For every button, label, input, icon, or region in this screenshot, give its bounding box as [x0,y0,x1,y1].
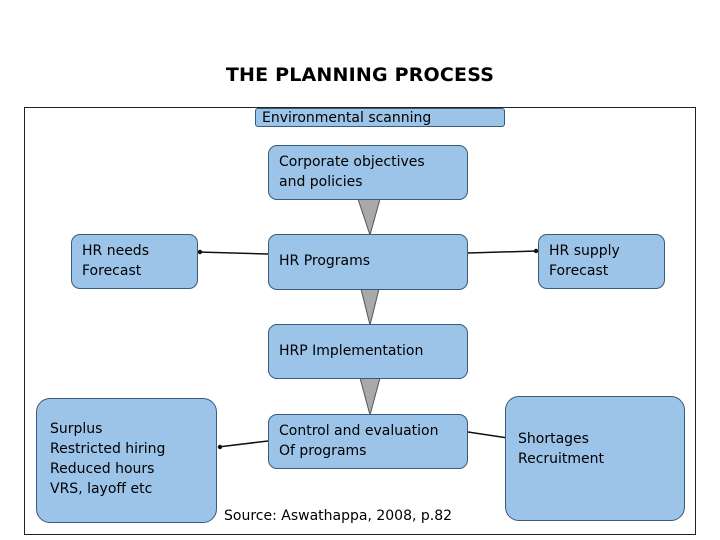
line-control-to-surplus [217,440,269,448]
dot-needs [197,249,203,255]
hr-needs-box: HR needs Forecast [71,234,198,289]
diagram-title: THE PLANNING PROCESS [225,64,495,86]
dot-surplus [217,444,223,450]
control-evaluation-box: Control and evaluation Of programs [268,414,468,469]
corporate-objectives-box: Corporate objectives and policies [268,145,468,200]
hrp-implementation-box: HRP Implementation [268,324,468,379]
funnel-connector-1 [357,198,381,237]
environmental-scanning-box: Environmental scanning [255,108,505,127]
shortages-box: Shortages Recruitment [505,396,685,521]
line-needs-to-programs [197,251,269,255]
hr-supply-box: HR supply Forecast [538,234,665,289]
source-citation: Source: Aswathappa, 2008, p.82 [224,508,453,524]
funnel-connector-3 [359,377,381,417]
line-control-to-shortages [467,431,509,439]
line-programs-to-supply [467,250,538,254]
funnel-connector-2 [360,288,380,326]
dot-supply [533,248,539,254]
surplus-box: Surplus Restricted hiring Reduced hours … [36,398,217,523]
hr-programs-box: HR Programs [268,234,468,290]
process-frame [24,107,696,535]
